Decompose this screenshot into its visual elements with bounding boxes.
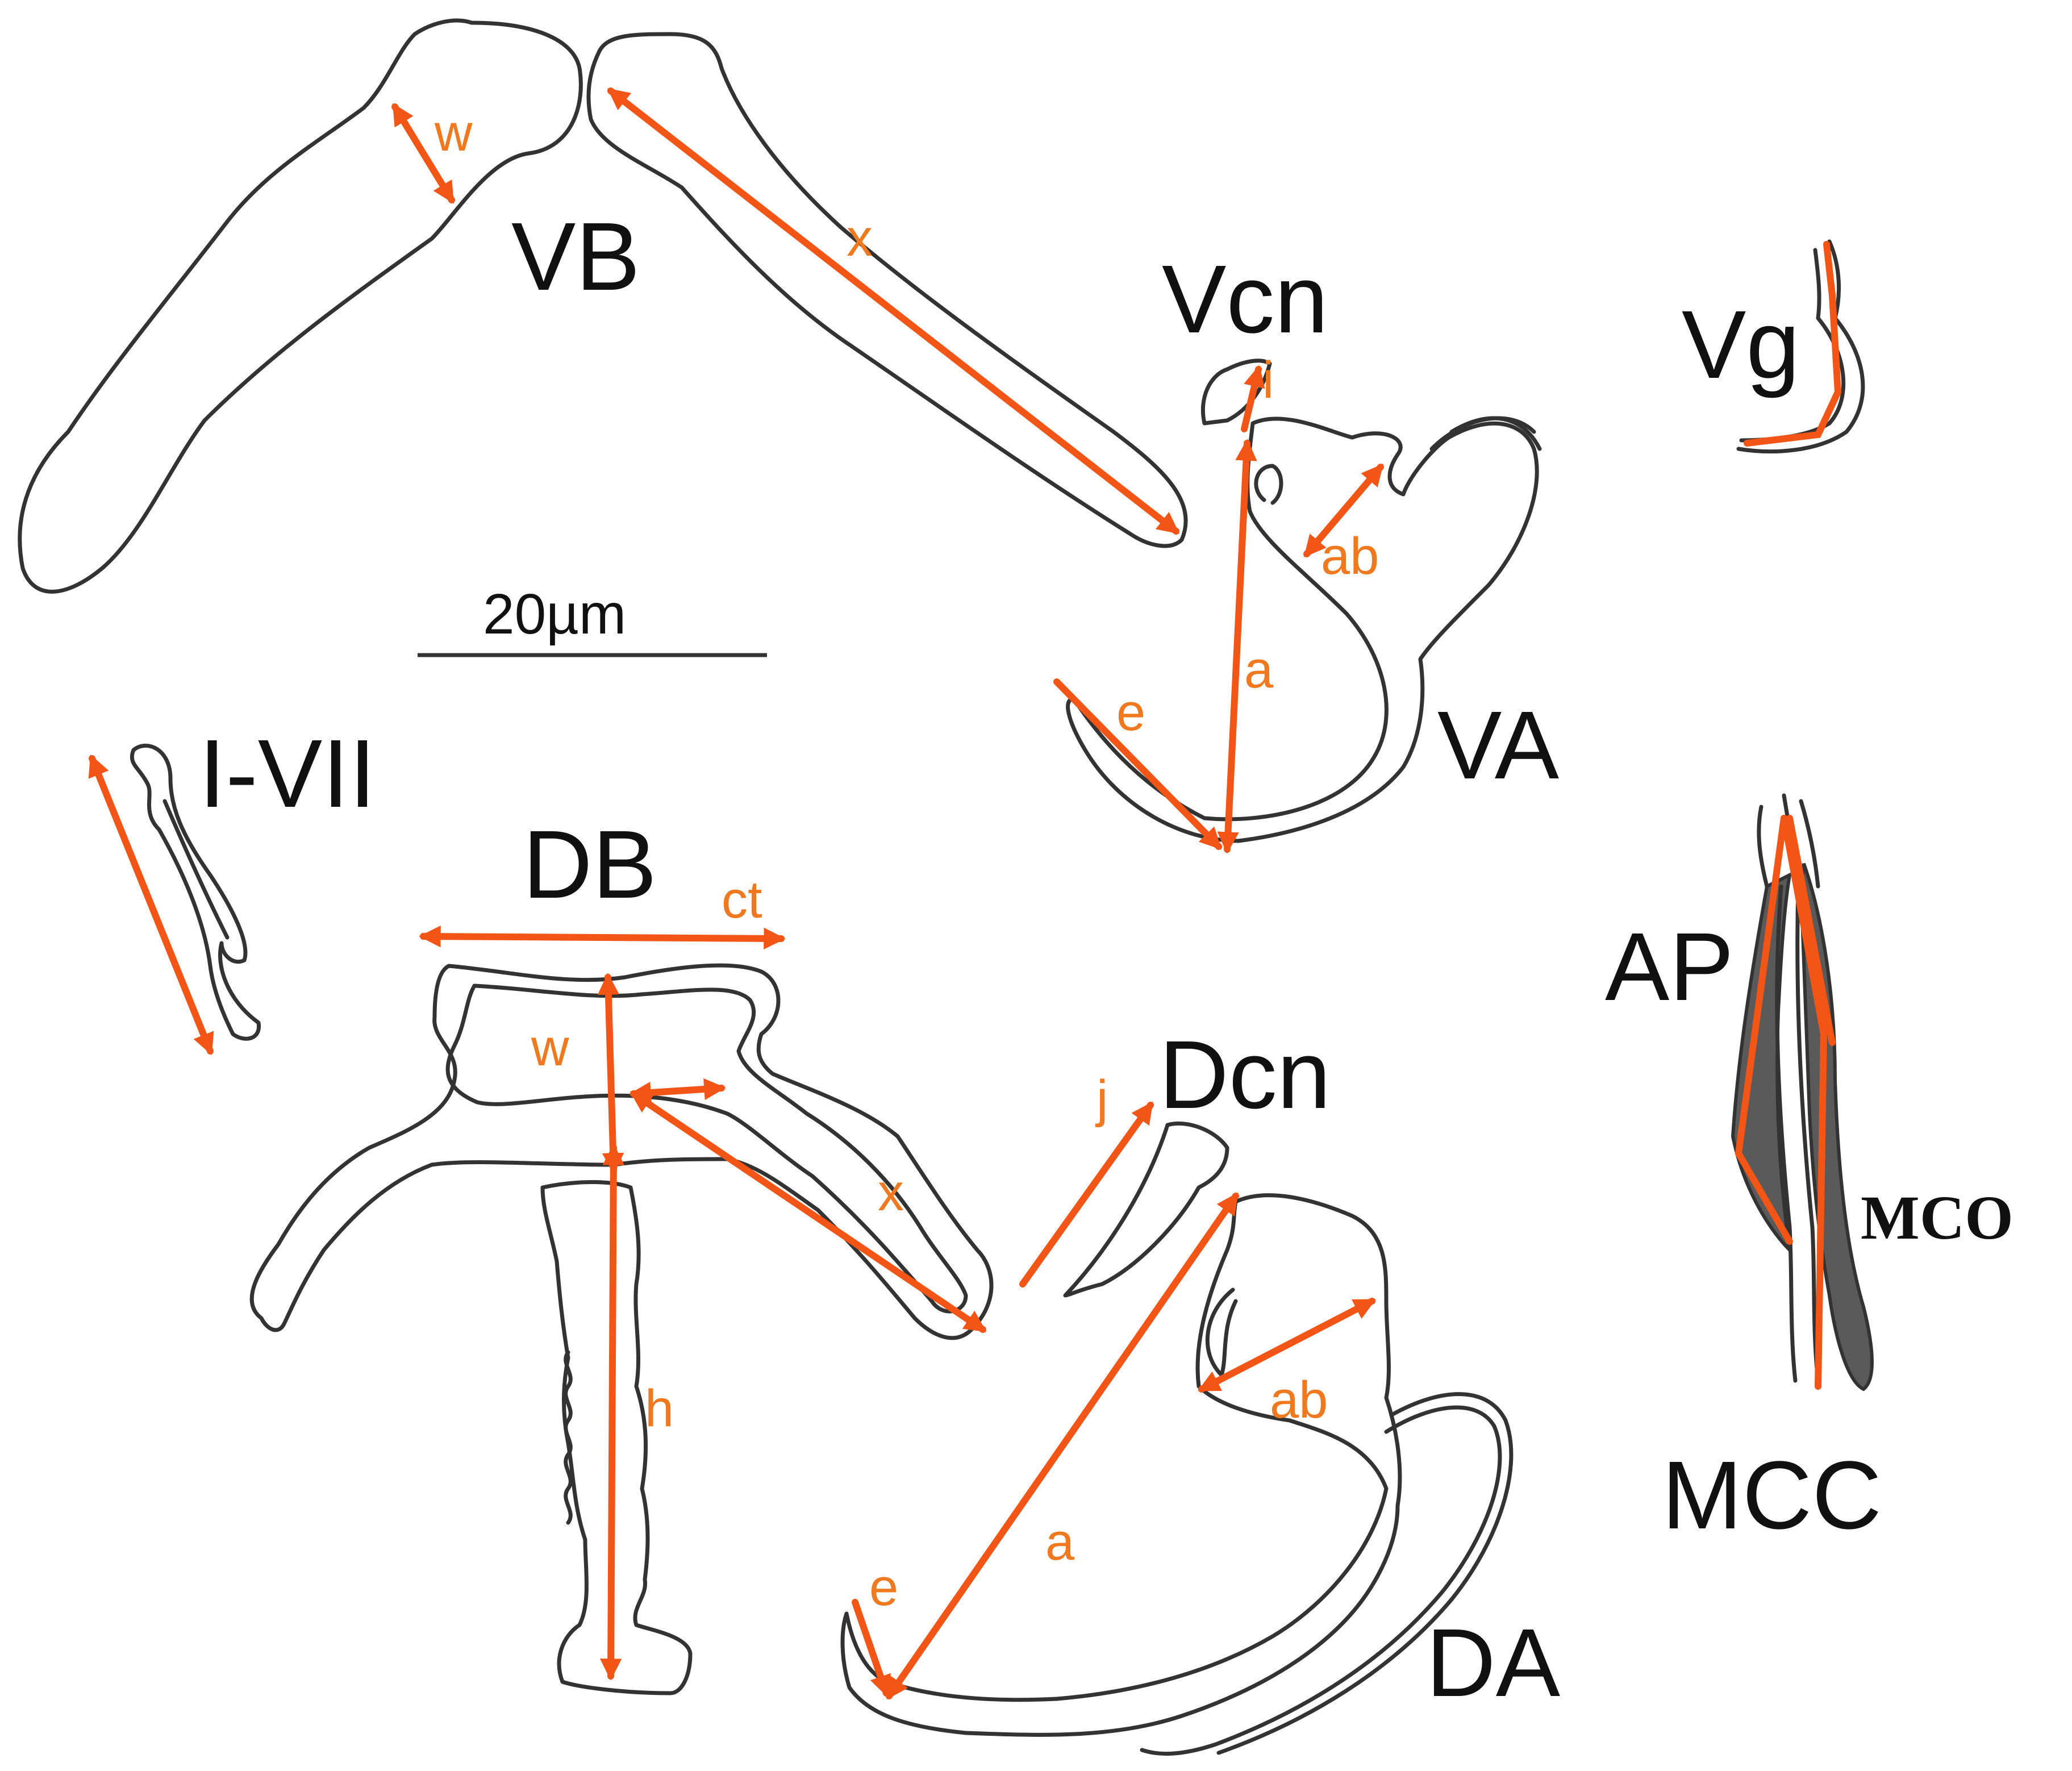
vcn-i-measure — [1241, 365, 1265, 432]
da-outline — [840, 1193, 1402, 1737]
dorsal-bar: ct w x h DB — [249, 811, 994, 1695]
ventral-anchor: ab a e VA — [1053, 416, 1560, 854]
mcc-measure — [1781, 815, 1828, 1390]
dorsal-anchor: ab a e DA — [840, 1192, 1561, 1756]
da-outer-loop-1 — [1140, 1405, 1502, 1756]
db-shaft-wavy-edge — [564, 1350, 573, 1525]
db-ct-label: ct — [722, 871, 762, 929]
ap-measure — [1735, 815, 1793, 1245]
db-w-label: w — [531, 1019, 569, 1077]
scale-bar: 20µm — [418, 582, 767, 657]
mcc-tube-outline — [1775, 884, 1820, 1383]
mcc-label: MCC — [1662, 1441, 1882, 1549]
vagina: Vg — [1682, 239, 1865, 454]
vg-outline-outer — [1736, 239, 1865, 454]
va-e-measure — [1053, 678, 1222, 850]
marginal-hook: I-VII — [88, 720, 376, 1056]
va-ab-measure — [1303, 464, 1384, 557]
va-label: VA — [1437, 691, 1560, 799]
da-label: DA — [1426, 1609, 1561, 1717]
mco-label: MCO — [1861, 1183, 2013, 1252]
db-x-measure — [629, 1090, 987, 1333]
db-x-label: x — [878, 1164, 904, 1222]
db-w-measure — [597, 973, 624, 1175]
ventral-connective: i Vcn — [1162, 245, 1328, 432]
va-a-measure — [1217, 439, 1257, 854]
db-x-short-measure — [629, 1078, 726, 1104]
vb-w-measure — [391, 103, 455, 204]
vg-measure — [1744, 241, 1842, 447]
da-e-measure — [852, 1599, 891, 1698]
dorsal-connective: j Dcn — [1019, 1021, 1331, 1298]
va-inner-root — [1254, 464, 1283, 505]
va-outer-loop — [1449, 416, 1542, 451]
vcn-i-label: i — [1262, 351, 1274, 409]
mco-measure — [1786, 815, 1836, 1046]
dcn-j-label: j — [1095, 1070, 1108, 1128]
ventral-bar-left-branch — [18, 18, 583, 594]
db-outer-outline — [249, 963, 994, 1340]
vcn-label: Vcn — [1162, 245, 1328, 353]
db-h-measure — [599, 1143, 625, 1681]
db-h-label: h — [645, 1380, 674, 1437]
dcn-outline — [1063, 1121, 1229, 1298]
da-a-measure — [886, 1192, 1239, 1700]
vb-w-label: w — [434, 104, 473, 162]
va-ab-label: ab — [1321, 527, 1379, 585]
ap-label: AP — [1605, 913, 1734, 1021]
dcn-label: Dcn — [1159, 1021, 1331, 1129]
dcn-j-measure — [1019, 1101, 1154, 1287]
db-label: DB — [523, 811, 657, 919]
va-a-label: a — [1244, 641, 1274, 699]
vg-label: Vg — [1682, 291, 1800, 399]
da-a-label: a — [1045, 1513, 1075, 1571]
vb-x-label: x — [847, 209, 873, 267]
vb-x-measure — [607, 87, 1180, 535]
vb-label: VB — [511, 203, 640, 311]
db-shaft-outline — [540, 1180, 693, 1695]
scale-bar-label: 20µm — [483, 582, 626, 646]
da-e-label: e — [869, 1559, 898, 1616]
da-inner-root — [1205, 1287, 1238, 1377]
male-copulatory-organ: AP MCO MCC — [1605, 793, 2013, 1549]
da-ab-label: ab — [1270, 1371, 1328, 1429]
hook-measure — [88, 754, 214, 1056]
da-outer-loop-2 — [1216, 1392, 1514, 1755]
db-ct-measure — [419, 925, 786, 950]
va-outline — [1066, 416, 1539, 843]
va-e-label: e — [1116, 684, 1145, 741]
ventral-bar: w x VB — [18, 18, 1188, 594]
hook-label: I-VII — [199, 720, 376, 828]
